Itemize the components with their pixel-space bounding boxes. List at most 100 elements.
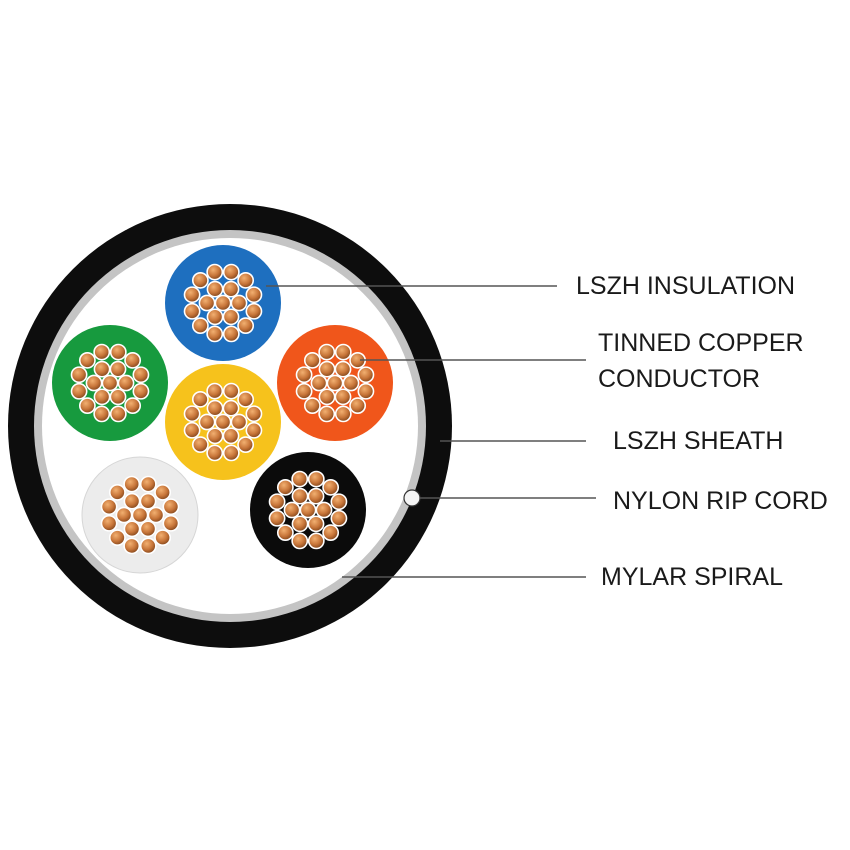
copper-strand xyxy=(334,405,352,423)
copper-strand xyxy=(115,506,133,524)
copper-strand xyxy=(245,286,263,304)
copper-strand xyxy=(237,317,255,335)
copper-strand xyxy=(108,529,126,547)
copper-strand xyxy=(183,421,201,439)
copper-strand xyxy=(245,421,263,439)
copper-strand xyxy=(318,360,336,378)
copper-strand xyxy=(139,492,157,510)
copper-strand xyxy=(191,390,209,408)
copper-strand xyxy=(268,493,286,511)
copper-strand xyxy=(299,501,317,519)
copper-strand xyxy=(295,366,313,384)
copper-strand xyxy=(334,360,352,378)
copper-strand xyxy=(222,263,240,281)
copper-strand xyxy=(291,532,309,550)
copper-strand xyxy=(330,509,348,527)
copper-strand xyxy=(191,317,209,335)
copper-strand xyxy=(334,343,352,361)
copper-strand xyxy=(132,382,150,400)
copper-strand xyxy=(237,271,255,289)
copper-strand xyxy=(357,366,375,384)
copper-strand xyxy=(206,427,224,445)
copper-strand xyxy=(93,405,111,423)
copper-strand xyxy=(198,294,216,312)
copper-strand xyxy=(123,475,141,493)
copper-strand xyxy=(183,286,201,304)
copper-strand xyxy=(183,302,201,320)
copper-strand xyxy=(315,501,333,519)
copper-strand xyxy=(307,515,325,533)
copper-strand xyxy=(222,280,240,298)
label-conductor: CONDUCTOR xyxy=(598,365,760,393)
copper-strand xyxy=(162,498,180,516)
copper-strand xyxy=(198,413,216,431)
copper-strand xyxy=(291,515,309,533)
copper-strand xyxy=(310,374,328,392)
copper-strand xyxy=(291,470,309,488)
core-yellow xyxy=(165,364,281,480)
label-nylon-rip-cord: NYLON RIP CORD xyxy=(613,487,828,515)
label-lszh-insulation: LSZH INSULATION xyxy=(576,272,795,300)
copper-strand xyxy=(124,397,142,415)
copper-strand xyxy=(206,308,224,326)
copper-strand xyxy=(131,506,149,524)
copper-strand xyxy=(100,514,118,532)
copper-strand xyxy=(191,271,209,289)
copper-strand xyxy=(70,382,88,400)
core-white xyxy=(81,456,199,574)
copper-strand xyxy=(357,382,375,400)
copper-strand xyxy=(291,487,309,505)
copper-strand xyxy=(276,524,294,542)
copper-strand xyxy=(100,498,118,516)
copper-strand xyxy=(307,532,325,550)
copper-strand xyxy=(93,360,111,378)
copper-strand xyxy=(349,397,367,415)
copper-strand xyxy=(108,483,126,501)
copper-strand xyxy=(206,399,224,417)
copper-strand xyxy=(206,263,224,281)
copper-strand xyxy=(154,483,172,501)
copper-strand xyxy=(318,405,336,423)
copper-strand xyxy=(330,493,348,511)
copper-strand xyxy=(147,506,165,524)
copper-strand xyxy=(85,374,103,392)
copper-strand xyxy=(183,405,201,423)
nylon-rip-cord xyxy=(403,489,421,507)
copper-strand xyxy=(307,470,325,488)
copper-strand xyxy=(132,366,150,384)
copper-strand xyxy=(124,351,142,369)
copper-strand xyxy=(162,514,180,532)
copper-strand xyxy=(78,351,96,369)
copper-strand xyxy=(214,294,232,312)
copper-strand xyxy=(206,280,224,298)
copper-strand xyxy=(295,382,313,400)
label-lszh-sheath: LSZH SHEATH xyxy=(613,427,783,455)
copper-strand xyxy=(245,302,263,320)
copper-strand xyxy=(326,374,344,392)
copper-strand xyxy=(318,343,336,361)
core-green xyxy=(52,325,168,441)
copper-strand xyxy=(230,294,248,312)
copper-strand xyxy=(93,343,111,361)
copper-strand xyxy=(191,436,209,454)
copper-strand xyxy=(101,374,119,392)
copper-strand xyxy=(318,388,336,406)
copper-strand xyxy=(70,366,88,384)
copper-strand xyxy=(117,374,135,392)
copper-strand xyxy=(222,399,240,417)
copper-strand xyxy=(109,343,127,361)
copper-strand xyxy=(78,397,96,415)
copper-strand xyxy=(222,382,240,400)
copper-strand xyxy=(139,537,157,555)
copper-strand xyxy=(139,475,157,493)
copper-strand xyxy=(342,374,360,392)
copper-strand xyxy=(268,509,286,527)
copper-strand xyxy=(322,478,340,496)
copper-strand xyxy=(222,308,240,326)
copper-strand xyxy=(123,537,141,555)
copper-strand xyxy=(109,360,127,378)
copper-strand xyxy=(334,388,352,406)
core-black xyxy=(250,452,366,568)
copper-strand xyxy=(245,405,263,423)
copper-strand xyxy=(237,436,255,454)
